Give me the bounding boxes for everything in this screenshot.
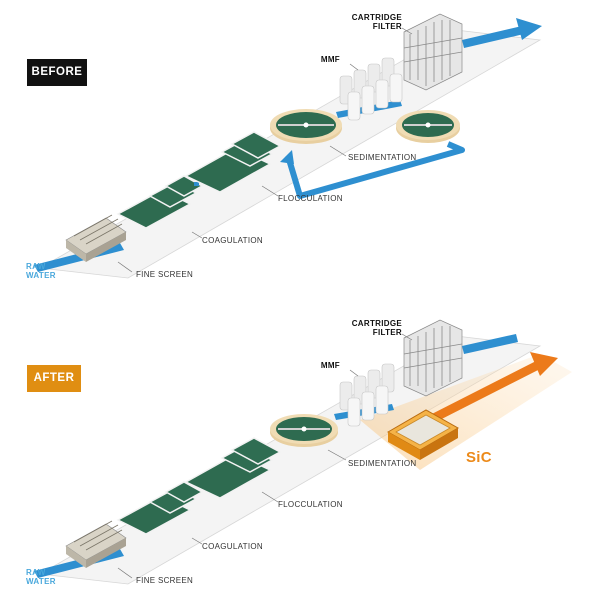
before-coagulation-tanks xyxy=(116,175,204,229)
before-cartridge-filter-line2: FILTER xyxy=(372,22,402,31)
before-clarifier-2 xyxy=(396,110,460,143)
before-badge: BEFORE xyxy=(27,59,87,86)
after-flocculation-tanks xyxy=(184,437,282,499)
after-mmf-vessels xyxy=(339,363,395,427)
after-outlet-pipe xyxy=(462,334,518,354)
after-cartridge-filter-label: CARTRIDGE FILTER xyxy=(344,319,402,337)
after-raw-water-line1: RAW xyxy=(26,568,46,577)
sic-label: SiC xyxy=(466,449,492,466)
after-flocculation-label: FLOCCULATION xyxy=(278,500,343,509)
after-panel xyxy=(34,319,572,585)
before-raw-water-label: RAW WATER xyxy=(26,262,56,280)
after-fine-screen-unit xyxy=(65,520,127,568)
before-cartridge-filter-label: CARTRIDGE FILTER xyxy=(344,13,402,31)
before-sedimentation-label: SEDIMENTATION xyxy=(348,153,417,162)
after-raw-water-line2: WATER xyxy=(26,577,56,586)
after-fine-screen-label: FINE SCREEN xyxy=(136,576,194,585)
after-clarifier xyxy=(270,414,338,447)
before-cartridge-filter-unit xyxy=(403,13,463,91)
before-outlet-arrowhead xyxy=(516,18,542,40)
after-mmf-label: MMF xyxy=(320,361,340,370)
after-coagulation-label: COAGULATION xyxy=(202,542,263,551)
after-cartridge-filter-unit xyxy=(403,319,463,397)
before-recycle-arrowhead xyxy=(280,150,294,164)
before-clarifier-1 xyxy=(270,109,342,144)
after-sic-outlet-arrowhead xyxy=(530,352,558,376)
before-raw-water-line2: WATER xyxy=(26,271,56,280)
after-sic-outlet-pipe xyxy=(420,360,542,428)
before-mmf-label: MMF xyxy=(320,55,340,64)
after-cartridge-filter-line2: FILTER xyxy=(372,328,402,337)
after-cartridge-filter-line1: CARTRIDGE xyxy=(351,319,402,328)
before-flocculation-label: FLOCCULATION xyxy=(278,194,343,203)
after-sedimentation-label: SEDIMENTATION xyxy=(348,459,417,468)
before-raw-water-line1: RAW xyxy=(26,262,46,271)
before-cartridge-filter-line1: CARTRIDGE xyxy=(351,13,402,22)
before-flocculation-tanks xyxy=(184,131,282,193)
before-fine-screen-unit xyxy=(65,214,127,262)
after-coagulation-tanks xyxy=(116,481,204,535)
before-outlet-pipe xyxy=(462,26,524,48)
before-panel xyxy=(34,13,542,279)
sic-membrane-unit xyxy=(386,409,460,460)
after-raw-water-label: RAW WATER xyxy=(26,568,56,586)
after-badge: AFTER xyxy=(27,365,81,392)
before-fine-screen-label: FINE SCREEN xyxy=(136,270,194,279)
before-leader-lines xyxy=(117,27,413,273)
before-coagulation-label: COAGULATION xyxy=(202,236,263,245)
before-mmf-vessels xyxy=(339,57,403,121)
after-leader-lines xyxy=(117,333,413,579)
before-recycle-pipe xyxy=(285,141,465,199)
